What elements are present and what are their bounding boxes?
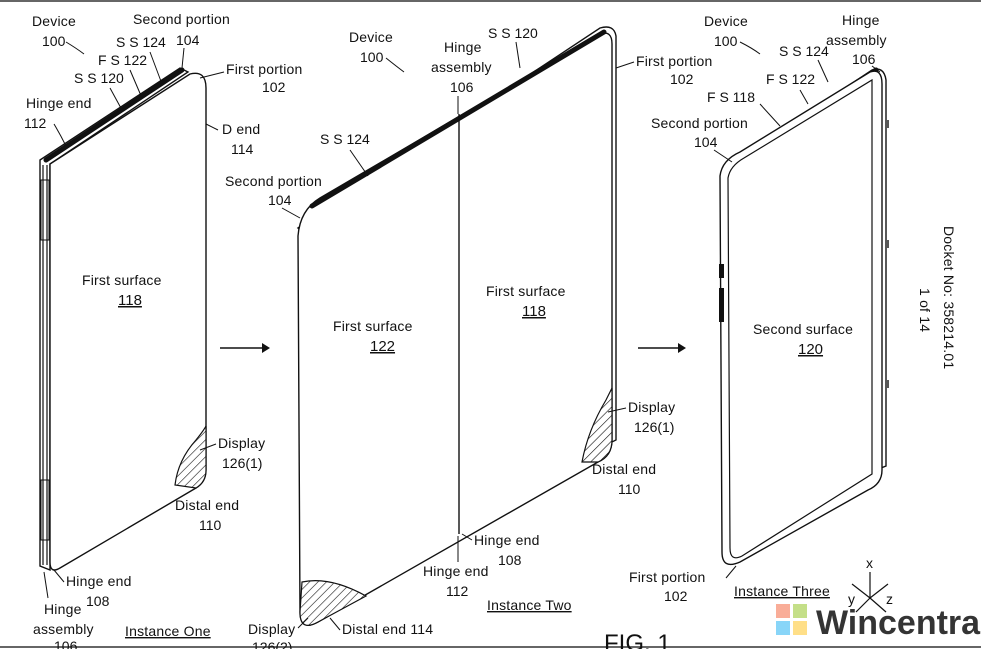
device-label-3: Device: [704, 13, 748, 29]
instance-one: Device 100 Second portion 104 S S 124 F …: [24, 11, 303, 649]
hinge-end-top-num: 112: [24, 115, 47, 131]
ss124-label-2: S S 124: [320, 131, 370, 147]
instance-one-caption: Instance One: [125, 623, 211, 639]
second-portion-label-3: Second portion: [651, 115, 748, 131]
hinge-end-112-num: 112: [446, 583, 469, 599]
watermark-logo-tr: [793, 604, 807, 618]
d-end-label: D end: [222, 121, 260, 137]
distal-end-num: 110: [199, 517, 222, 533]
distal-end-label: Distal end: [175, 497, 239, 513]
hinge-end-top-label: Hinge end: [26, 95, 92, 111]
instance-two: Device 100 Hinge assembly 106 S S 120 Fi…: [225, 25, 713, 649]
second-portion-label-2: Second portion: [225, 173, 322, 189]
second-portion-num-3: 104: [694, 134, 718, 150]
arrow-two-to-three: [638, 343, 686, 353]
figure-title: FIG. 1: [604, 630, 671, 649]
device-label: Device: [32, 13, 76, 29]
display-left-label: Display: [248, 621, 295, 637]
first-surface-right-num: 118: [522, 303, 546, 320]
hinge-assembly-label-3b: assembly: [826, 32, 887, 48]
docket-line-1: Docket No: 358214.01: [941, 226, 957, 369]
volume-button: [719, 264, 724, 278]
second-portion-num: 104: [176, 32, 200, 48]
power-button: [719, 288, 724, 322]
watermark-logo-br: [793, 621, 807, 635]
display-left-num: 126(2): [252, 639, 292, 649]
device-num-3: 100: [714, 33, 738, 49]
fs122-label-3: F S 122: [766, 71, 815, 87]
first-portion-num-2: 102: [670, 71, 694, 87]
ss120-label: S S 120: [74, 70, 124, 86]
d-end-num: 114: [231, 141, 254, 157]
docket-line-2: 1 of 14: [917, 288, 933, 332]
first-portion-label-3: First portion: [629, 569, 706, 585]
watermark-text: Wincentral: [816, 604, 981, 642]
ss124-label: S S 124: [116, 34, 166, 50]
distal-end-right-num: 110: [618, 481, 641, 497]
hinge-assembly-label-2: assembly: [33, 621, 94, 637]
hinge-assembly-num: 106: [54, 638, 78, 649]
display-num: 126(1): [222, 455, 262, 471]
distal-end-left-label: Distal end 114: [342, 621, 433, 637]
watermark-logo-tl: [776, 604, 790, 618]
hinge-assembly-num-3: 106: [852, 51, 876, 67]
fs118-label-3: F S 118: [707, 89, 755, 105]
display-right-num: 126(1): [634, 419, 674, 435]
first-portion-label: First portion: [226, 61, 303, 77]
second-surface-label: Second surface: [753, 321, 853, 337]
svg-text:Device: Device: [32, 13, 76, 29]
first-portion-num: 102: [262, 79, 286, 95]
second-portion-label: Second portion: [133, 11, 230, 27]
hinge-assembly-label-2: Hinge: [444, 39, 482, 55]
hinge-end-108-label: Hinge end: [474, 532, 540, 548]
hinge-end-bottom-num: 108: [86, 593, 110, 609]
first-surface-label: First surface: [82, 272, 162, 288]
ss120-label-2: S S 120: [488, 25, 538, 41]
device-num-2: 100: [360, 49, 384, 65]
first-surface-num: 118: [118, 292, 142, 309]
watermark: Wincentral: [776, 604, 981, 642]
second-surface-num: 120: [798, 341, 823, 358]
right-edge-details: [886, 92, 888, 460]
docket-block: Docket No: 358214.01 1 of 14: [917, 226, 957, 369]
second-portion-num-2: 104: [268, 192, 292, 208]
hinge-assembly-label-2b: assembly: [431, 59, 492, 75]
folded-device-face: [720, 71, 882, 564]
device-label-2: Device: [349, 29, 393, 45]
fs122-label: F S 122: [98, 52, 147, 68]
distal-end-right-label: Distal end: [592, 461, 656, 477]
instance-three-caption: Instance Three: [734, 583, 830, 599]
hinge-assembly-label-3: Hinge: [842, 12, 880, 28]
hinge-assembly-label: Hinge: [44, 601, 82, 617]
hinge-assembly-num-2: 106: [450, 79, 474, 95]
axis-x-label: x: [866, 555, 873, 571]
hinge-end-bottom-label: Hinge end: [66, 573, 132, 589]
first-portion-label-2: First portion: [636, 53, 713, 69]
first-surface-left-num: 122: [370, 338, 395, 355]
device-num: 100: [42, 33, 66, 49]
first-surface-left-label: First surface: [333, 318, 413, 334]
watermark-logo-bl: [776, 621, 790, 635]
instance-two-caption: Instance Two: [487, 597, 572, 613]
hinge-end-108-num: 108: [498, 552, 522, 568]
first-portion-num-3: 102: [664, 588, 688, 604]
arrow-one-to-two: [220, 343, 270, 353]
display-label: Display: [218, 435, 265, 451]
first-surface-right-label: First surface: [486, 283, 566, 299]
ss124-label-3: S S 124: [779, 43, 829, 59]
hinge-end-112-label: Hinge end: [423, 563, 489, 579]
display-right-label: Display: [628, 399, 675, 415]
instance-three: Device 100 Hinge assembly 106 S S 124 F …: [629, 12, 893, 612]
